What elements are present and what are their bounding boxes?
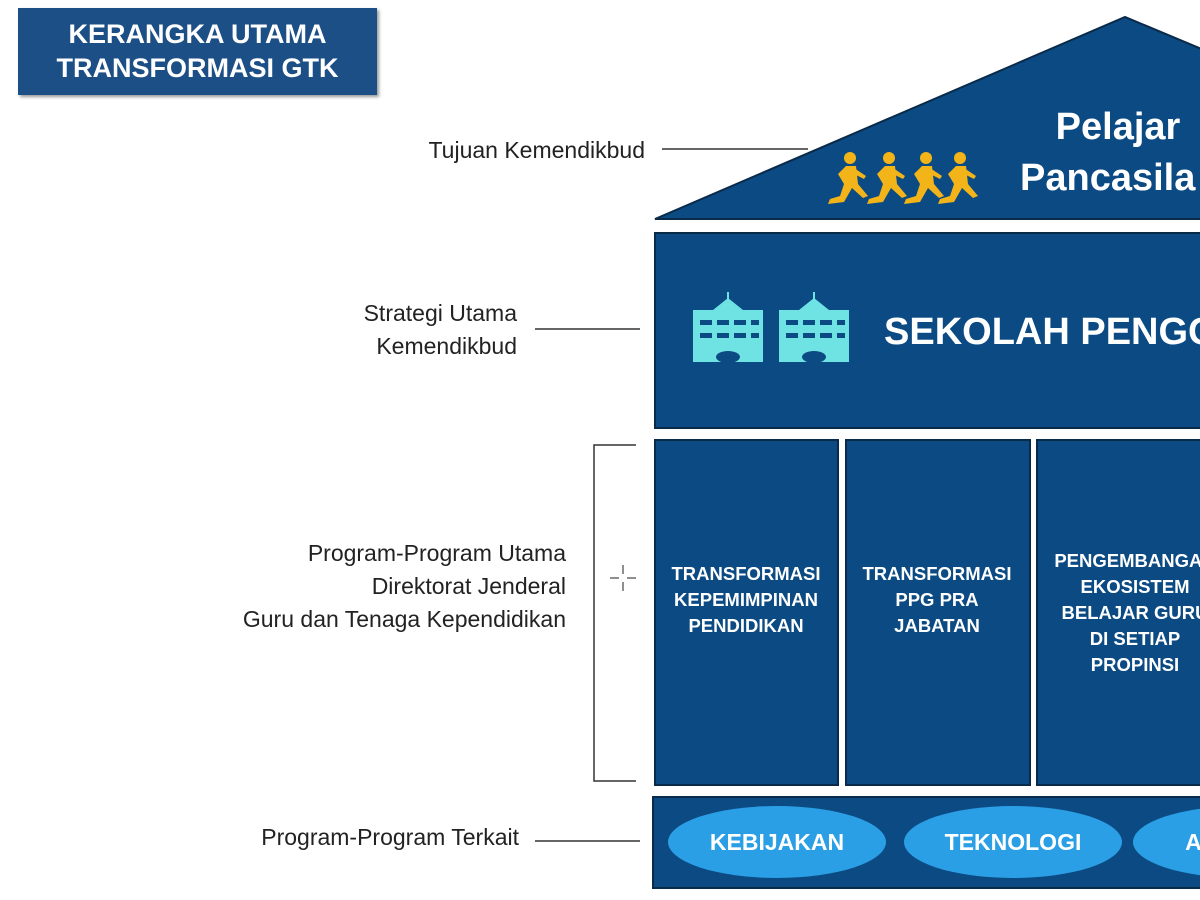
roof-text-1: Pelajar [1056, 106, 1181, 148]
label-programs-1: Program-Program Utama [308, 540, 566, 566]
pillar-3-line-2: EKOSISTEM [1081, 576, 1190, 597]
title-line-1: KERANGKA UTAMA [68, 19, 327, 49]
pillar-2-line-3: JABATAN [894, 615, 980, 636]
pillar-1-line-1: TRANSFORMASI [671, 563, 820, 584]
roof [654, 15, 1200, 220]
pillar-3-line-5: PROPINSI [1091, 654, 1179, 675]
foundation-label-1: KEBIJAKAN [710, 829, 844, 855]
foundation-label-3: ASESMEN [1185, 829, 1200, 855]
strategy-text: SEKOLAH PENGGERAK [884, 311, 1200, 353]
pillar-3-line-4: DI SETIAP [1090, 628, 1180, 649]
foundation-item-3 [1133, 808, 1200, 876]
pillar-2 [845, 439, 1031, 786]
pillar-2-line-1: TRANSFORMASI [862, 563, 1011, 584]
pillar-3 [1036, 439, 1200, 786]
pillar-3-line-3: BELAJAR GURU [1062, 602, 1200, 623]
roof-text-2: Pancasila [1020, 157, 1196, 199]
foundation-label-2: TEKNOLOGI [945, 829, 1082, 855]
pillar-3-line-1: PENGEMBANGAN [1054, 550, 1200, 571]
label-strategy-1: Strategi Utama [364, 300, 518, 326]
pillar-1-line-3: PENDIDIKAN [688, 615, 803, 636]
pillar-2-line-2: PPG PRA [895, 589, 978, 610]
foundation-item-1 [668, 806, 886, 878]
label-programs-3: Guru dan Tenaga Kependidikan [243, 606, 566, 632]
crosshair-icon [610, 565, 636, 591]
pillar-1 [654, 439, 839, 786]
label-related: Program-Program Terkait [261, 824, 519, 850]
title-line-2: TRANSFORMASI GTK [56, 53, 339, 83]
pillar-1-line-2: KEPEMIMPINAN [674, 589, 818, 610]
label-goal: Tujuan Kemendikbud [428, 137, 645, 163]
programs-bracket [593, 444, 636, 782]
running-students-icon [828, 152, 978, 204]
slide-title: KERANGKA UTAMA TRANSFORMASI GTK [18, 8, 377, 95]
foundation-item-2 [904, 806, 1122, 878]
label-programs-2: Direktorat Jenderal [372, 573, 566, 599]
label-strategy-2: Kemendikbud [376, 333, 517, 359]
